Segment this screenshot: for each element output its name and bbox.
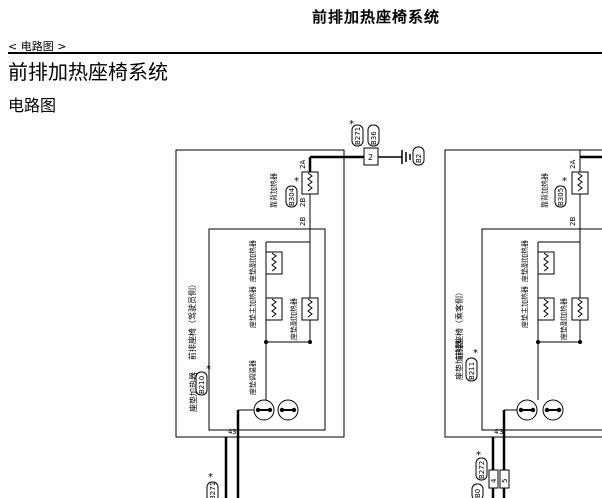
left-back-heater-code-box (285, 185, 298, 208)
right-seat-frame (444, 149, 602, 438)
left-connector-pin: 2 (368, 153, 373, 162)
right-bottom-pin-4: 4 (490, 478, 498, 483)
left-connector-ground-box (367, 124, 380, 147)
right-seat-heater-code-box (465, 357, 478, 382)
right-back-heater-code-box (554, 185, 567, 208)
right-bottom-connector-box (475, 457, 488, 481)
right-edge-code-box (471, 483, 484, 498)
header-rule (8, 52, 602, 54)
left-seat-heater-label: 座垫加热器 (188, 372, 198, 412)
right-cushion-sub-label-2: 座垫副加热器 (559, 298, 568, 340)
left-seat-heater-code: B210 (198, 376, 206, 394)
left-pin-2b-b: 2B (299, 217, 307, 226)
left-cushion-sub-label-2: 座垫副加热器 (289, 298, 298, 340)
left-bottom-connector: B271 (209, 482, 217, 498)
left-back-heater-label: 靠背加热器 (269, 173, 278, 208)
right-cushion-main-label: 座垫主加热器 (520, 286, 529, 328)
left-connector-top-box (351, 124, 364, 147)
left-pin-3: 3 (232, 428, 236, 436)
ground-code-box (412, 146, 425, 166)
right-cushion-sub-label: 座垫副加热器 (520, 240, 529, 282)
running-header-title: 前排加热座椅系统 (311, 8, 440, 26)
left-connector-star: * (349, 119, 354, 130)
right-back-heater-star: * (562, 176, 567, 187)
left-bottom-star: * (208, 472, 213, 483)
ground-code: B2 (415, 154, 423, 163)
right-pin-4: 4 (494, 428, 499, 436)
right-back-heater-code: B305 (557, 188, 565, 206)
left-cushion-frame (208, 228, 326, 431)
right-bottom-pin-5: 5 (501, 479, 509, 483)
right-cushion-frame (481, 228, 602, 431)
right-seat-heater-code: B211 (468, 362, 476, 380)
left-pin-4: 4 (228, 428, 233, 436)
right-seat-label: 前排座椅（乘客侧） (454, 288, 464, 360)
left-cushion-main-label: 座垫主加热器 (248, 286, 257, 328)
right-pin-2a: 2A (569, 160, 577, 169)
left-bottom-connector-box (206, 481, 219, 498)
left-seat-heater-code-box (195, 371, 208, 396)
running-header: 前排加热座椅系统 (0, 6, 602, 27)
right-seat-heater-label: 座垫加热器 (454, 340, 464, 380)
left-pin-2b-a: 2B (299, 198, 307, 207)
page-title: 前排加热座椅系统 (8, 60, 168, 84)
left-back-heater-code: B304 (288, 187, 296, 206)
left-seat-circuit: 前排座椅（驾驶员侧） 座垫加热器 * B210 靠背加热器 * B304 2A … (175, 119, 425, 498)
right-pin-3: 3 (499, 428, 503, 436)
left-cushion-sub-label: 座垫副加热器 (248, 240, 257, 282)
left-seat-heater-star: * (206, 364, 211, 375)
right-seat-heater-star: * (473, 348, 478, 359)
right-bottom-star: * (476, 450, 481, 461)
section-title: 电路图 (8, 96, 57, 115)
left-seat-label: 前排座椅（驾驶员侧） (187, 280, 197, 360)
left-connector-top: B271 (354, 127, 362, 145)
right-seat-circuit: 前排座椅（乘客侧） 座垫加热器 * B211 靠背加热器 * B305 2A 2… (444, 149, 602, 498)
left-connector-ground: B36 (370, 131, 378, 145)
right-pin-2b: 2B (569, 217, 577, 226)
right-edge-code: B0 (474, 489, 482, 498)
right-bottom-connector: B272 (478, 461, 486, 479)
left-thermostat-label: 座垫调温器 (248, 360, 257, 395)
left-seat-frame (175, 149, 345, 438)
right-back-heater-label: 靠背加热器 (540, 173, 549, 208)
left-back-heater-star: * (294, 176, 299, 187)
left-pin-2a: 2A (299, 160, 307, 169)
breadcrumb: < 电路图 > (8, 40, 67, 53)
